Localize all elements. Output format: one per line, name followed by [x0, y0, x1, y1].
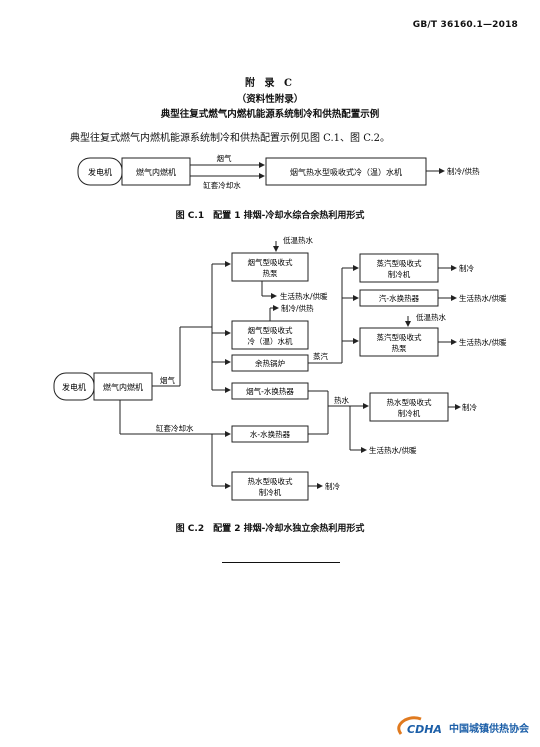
engine-box — [121, 157, 191, 186]
annex-subtitle: （资料性附录） — [236, 94, 304, 105]
steam-chiller-label-1: 蒸汽型吸收式 — [377, 258, 422, 268]
gas-absorption-heat-pump-box — [231, 252, 309, 282]
annex-title: 附 录 C — [245, 78, 295, 89]
domestic-heat-label-2: 生活热水/供暖 — [459, 293, 507, 303]
output-label: 制冷/供热 — [447, 166, 480, 176]
engine-label: 燃气内燃机 — [136, 167, 176, 177]
hw-chiller-right-label-2: 制冷机 — [398, 408, 421, 418]
hot-water-absorption-chiller-bottom-box — [231, 471, 309, 501]
domestic-heat-label-3: 生活热水/供暖 — [459, 337, 507, 347]
gas-chiller-label-1: 烟气型吸收式 — [248, 325, 293, 335]
cool-label-2: 制冷 — [462, 402, 477, 412]
end-rule — [222, 562, 340, 563]
domestic-heat-label-1: 生活热水/供暖 — [280, 291, 328, 301]
figure-c1-caption: 图 C.1 配置 1 排烟-冷却水综合余热利用形式 — [175, 211, 365, 221]
steam-label: 蒸汽 — [313, 351, 328, 361]
flue-gas-label: 烟气 — [217, 153, 232, 163]
steam-heat-pump-label-2: 热泵 — [392, 343, 407, 353]
cool-label-3: 制冷 — [325, 481, 340, 491]
generator-label: 发电机 — [88, 167, 112, 177]
standard-number: GB/T 36160.1—2018 — [412, 20, 518, 30]
cdha-logo-icon: CDHA — [397, 716, 442, 736]
steam-chiller-label-2: 制冷机 — [388, 269, 411, 279]
water-water-hx-box — [231, 425, 309, 443]
svg-text:CDHA: CDHA — [407, 723, 442, 736]
org-name: 中国城镇供热协会 — [449, 724, 529, 735]
flue-gas-label-2: 烟气 — [160, 375, 175, 385]
waste-boiler-label: 余热锅炉 — [255, 358, 285, 368]
domestic-heat-label-4: 生活热水/供暖 — [369, 445, 417, 455]
jacket-water-label-2: 缸套冷却水 — [156, 423, 194, 433]
low-temp-water-label-1: 低温热水 — [283, 235, 313, 245]
gas-absorption-chiller-box — [231, 320, 309, 350]
low-temp-water-label-2: 低温热水 — [416, 312, 446, 322]
figure-c2-caption: 图 C.2 配置 2 排烟-冷却水独立余热利用形式 — [175, 524, 365, 534]
generator-label-2: 发电机 — [62, 382, 86, 392]
water-water-hx-label: 水-水换热器 — [250, 429, 291, 439]
gas-chiller-label-2: 冷（温）水机 — [248, 336, 293, 346]
engine-label-2: 燃气内燃机 — [103, 382, 143, 392]
annex-name: 典型往复式燃气内燃机能源系统制冷和供热配置示例 — [160, 109, 380, 120]
jacket-water-label: 缸套冷却水 — [203, 180, 241, 190]
hw-chiller-bottom-label-2: 制冷机 — [259, 487, 282, 497]
gas-hot-water-chiller-label: 烟气热水型吸收式冷（温）水机 — [290, 167, 402, 177]
intro-paragraph: 典型往复式燃气内燃机能源系统制冷和供热配置示例见图 C.1、图 C.2。 — [70, 133, 391, 144]
cool-heat-label: 制冷/供热 — [281, 303, 314, 313]
cool-label-1: 制冷 — [459, 263, 474, 273]
hot-water-absorption-chiller-right-box — [369, 392, 449, 422]
steam-absorption-chiller-box — [359, 253, 439, 283]
steam-water-hx-label: 汽-水换热器 — [379, 293, 420, 303]
gas-water-hx-label: 烟气-水换热器 — [246, 386, 294, 396]
hw-chiller-bottom-label-1: 热水型吸收式 — [248, 476, 293, 486]
steam-heat-pump-label-1: 蒸汽型吸收式 — [377, 332, 422, 342]
hot-water-label: 热水 — [334, 395, 349, 405]
gas-heat-pump-label-2: 热泵 — [263, 268, 278, 278]
gas-heat-pump-label-1: 烟气型吸收式 — [248, 257, 293, 267]
footer-logo: CDHA 中国城镇供热协会 — [393, 716, 533, 738]
hw-chiller-right-label-1: 热水型吸收式 — [387, 397, 432, 407]
